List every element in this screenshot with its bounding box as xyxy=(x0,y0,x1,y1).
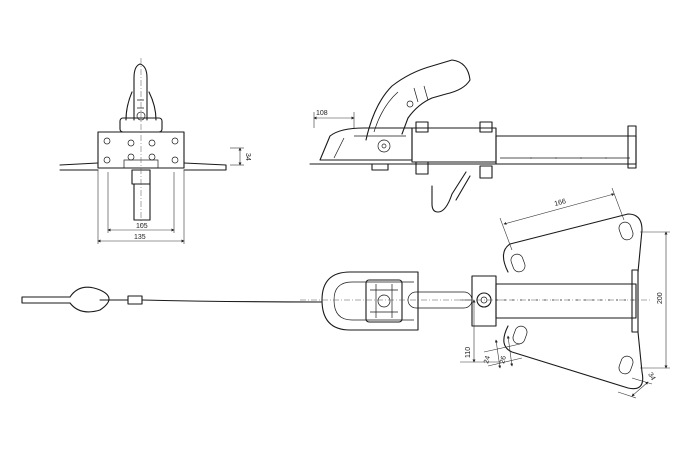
top-hole-c-label: 34 xyxy=(646,372,656,382)
top-hole-b-label: 26 xyxy=(499,355,508,364)
top-view: 166 200 110 24 26 34 xyxy=(21,187,670,399)
top-offset-label: 110 xyxy=(465,347,472,358)
front-inner-width-label: 105 xyxy=(136,223,148,230)
front-view: 34 105 135 xyxy=(59,58,251,244)
side-length-label: 108 xyxy=(316,110,328,117)
front-outer-width-label: 135 xyxy=(134,234,146,241)
top-bolt-spacing-label: 166 xyxy=(554,198,567,208)
front-height-label: 34 xyxy=(244,153,251,161)
top-overall-width-label: 200 xyxy=(657,292,664,304)
top-hole-a-label: 24 xyxy=(483,355,492,364)
side-view: 108 xyxy=(309,59,637,213)
